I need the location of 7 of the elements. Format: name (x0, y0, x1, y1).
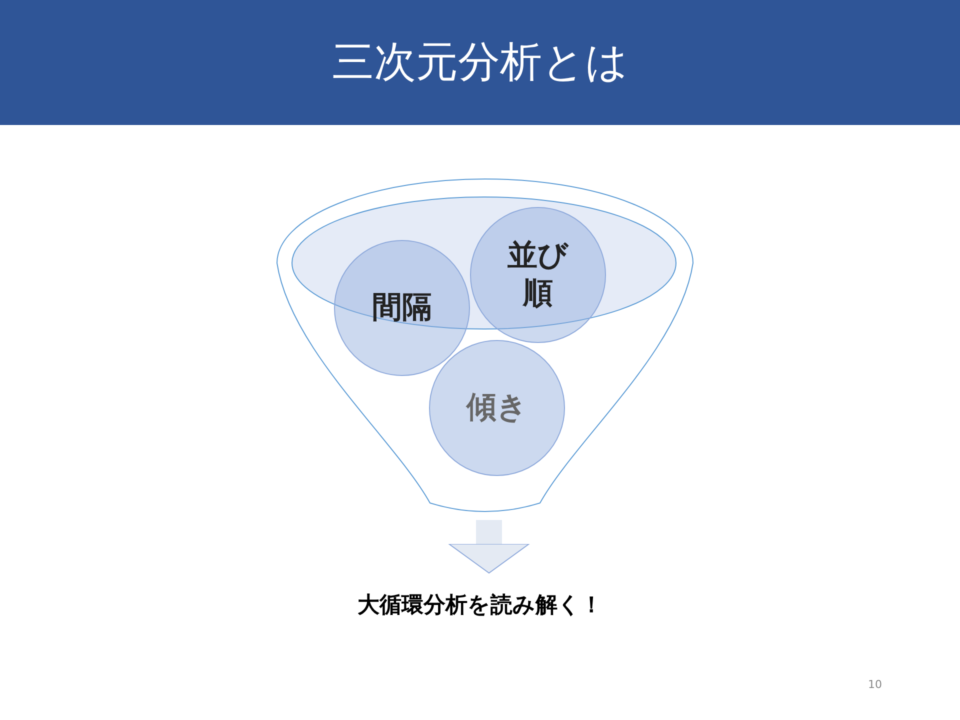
circle-node: 傾き (429, 340, 565, 476)
circle-node: 並び順 (470, 207, 606, 343)
arrow (448, 520, 530, 574)
page-number: 10 (868, 678, 882, 691)
circle-node: 間隔 (334, 240, 470, 376)
slide-title: 三次元分析とは (331, 36, 629, 88)
result-text: 大循環分析を読み解く！ (280, 590, 680, 620)
